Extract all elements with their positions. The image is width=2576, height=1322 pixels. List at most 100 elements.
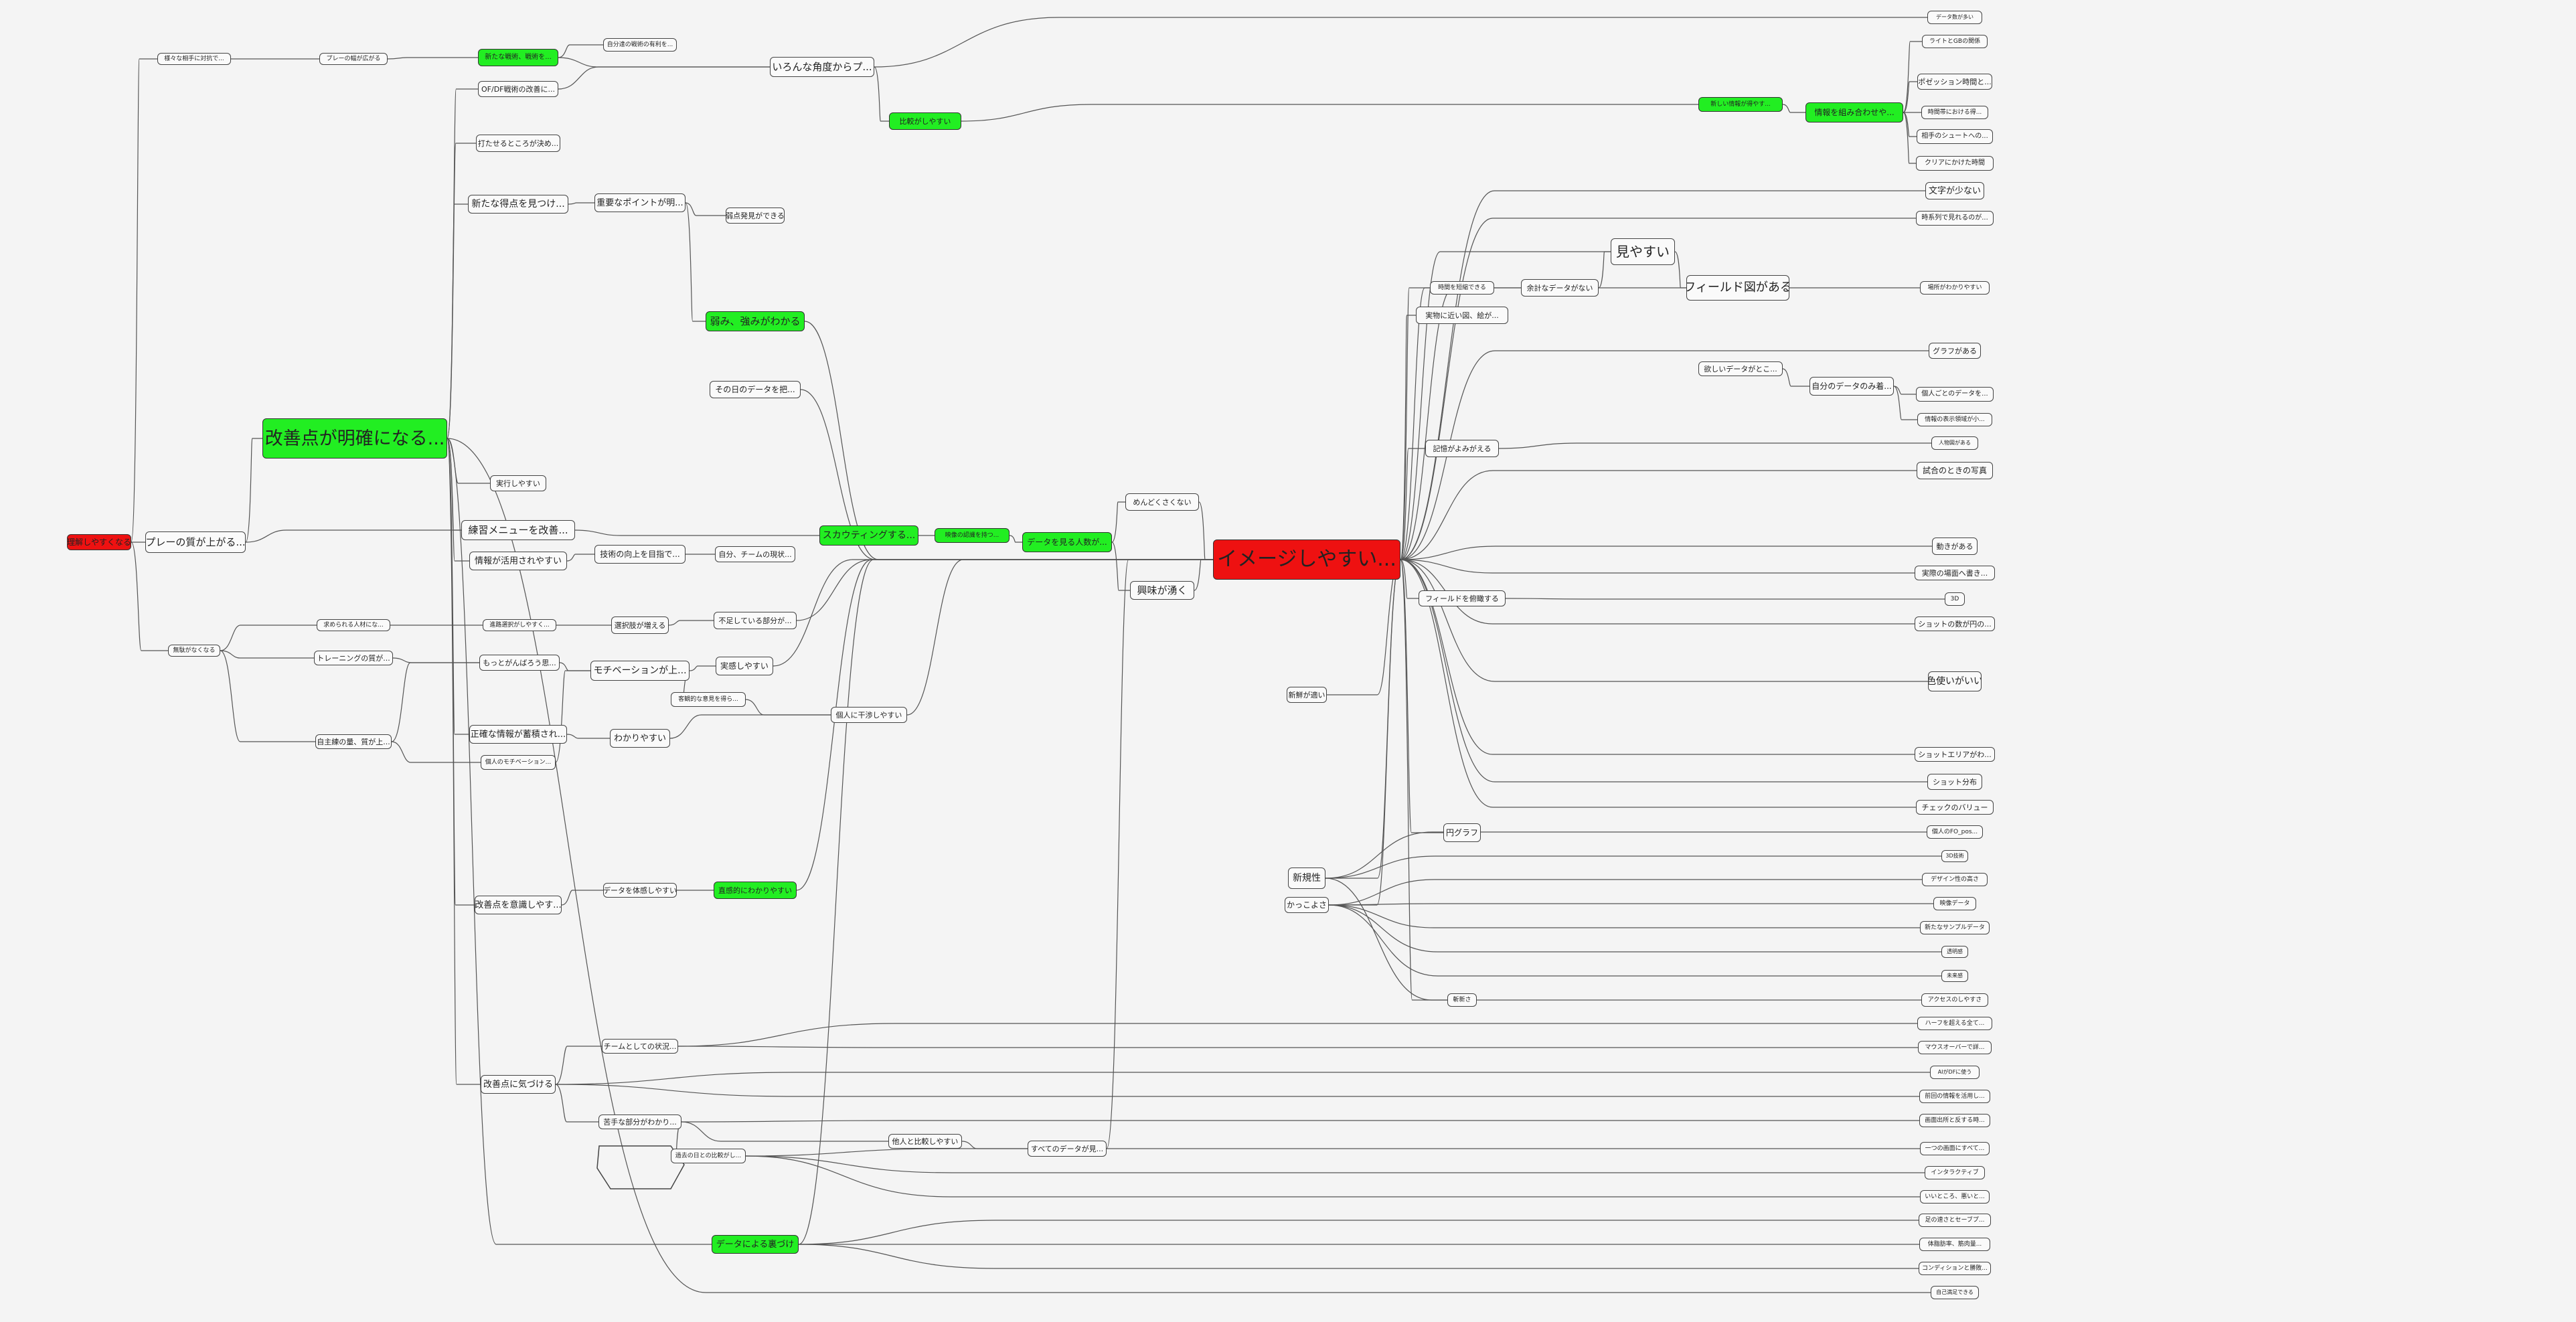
mindmap-node-n42[interactable]: 過去の日との比較がし...: [671, 1149, 746, 1163]
mindmap-node-n10[interactable]: OF/DF戦術の改善に...: [478, 81, 558, 97]
mindmap-node-r37[interactable]: インタラクティブ: [1925, 1166, 1985, 1179]
mindmap-node-n5[interactable]: 改善点が明確になる...: [262, 418, 447, 459]
mindmap-node-r11[interactable]: 個人ごとのデータを...: [1916, 387, 1994, 402]
mindmap-node-n24[interactable]: 弱み、強みがわかる: [706, 311, 805, 331]
mindmap-node-n34[interactable]: いろんな角度からプ...: [770, 57, 874, 77]
mindmap-node-r13[interactable]: 人物図がある: [1931, 436, 1978, 450]
mindmap-node-r33[interactable]: AIがDFに使う: [1930, 1066, 1980, 1079]
mindmap-node-c7[interactable]: 実物に近い図、絵が...: [1416, 307, 1508, 324]
mindmap-node-r39[interactable]: 足の速さとセーブプ...: [1919, 1214, 1991, 1227]
mindmap-node-c8[interactable]: 欲しいデータがとこ...: [1698, 361, 1783, 376]
mindmap-node-r42[interactable]: 自己満足できる: [1931, 1286, 1979, 1299]
mindmap-node-r22[interactable]: チェックのバリュー: [1916, 800, 1994, 815]
mindmap-node-r5[interactable]: 相手のシュートへの...: [1917, 129, 1993, 144]
mindmap-node-r35[interactable]: 画面出所と反する時...: [1919, 1114, 1990, 1127]
mindmap-node-n18[interactable]: 個人のモチベーション...: [481, 755, 556, 770]
mindmap-node-n11[interactable]: 打たせるところが決め...: [476, 135, 560, 152]
mindmap-node-r21[interactable]: ショット分布: [1927, 774, 1982, 790]
mindmap-node-r18[interactable]: ショットの数が円の...: [1915, 616, 1995, 631]
mindmap-node-n25[interactable]: その日のデータを把...: [710, 381, 801, 398]
mindmap-node-r12[interactable]: 情報の表示領域が小...: [1917, 413, 1992, 426]
mindmap-node-c10[interactable]: 記憶がよみがえる: [1425, 440, 1499, 457]
mindmap-node-root[interactable]: 理解しやすくなる: [67, 534, 131, 550]
mindmap-node-n44[interactable]: 個人に干渉しやすい: [831, 707, 907, 723]
mindmap-node-n6[interactable]: 求められる人材にな...: [317, 619, 390, 631]
mindmap-node-r28[interactable]: 透明感: [1941, 946, 1968, 958]
mindmap-node-n48[interactable]: すべてのデータが見...: [1028, 1141, 1107, 1157]
mindmap-node-r1[interactable]: データ数が多い: [1927, 11, 1982, 24]
mindmap-node-c16[interactable]: 新鮮が適い: [1287, 687, 1327, 703]
mindmap-node-c9[interactable]: 自分のデータのみ着...: [1809, 377, 1894, 396]
mindmap-node-r8[interactable]: 時系列で見れるのが...: [1916, 211, 1994, 226]
mindmap-node-r9[interactable]: 場所がわかりやすい: [1920, 281, 1990, 295]
mindmap-node-n16[interactable]: もっとがんばろう思...: [479, 655, 560, 671]
mindmap-node-n29[interactable]: モチベーションが上...: [590, 661, 690, 681]
mindmap-node-r30[interactable]: アクセスのしやすさ: [1921, 993, 1988, 1007]
mindmap-node-n20[interactable]: 改善点に気づける: [481, 1075, 556, 1094]
mindmap-node-r2[interactable]: ライトとGBの関係: [1922, 35, 1988, 48]
mindmap-node-c1[interactable]: 新しい情報が得やす...: [1698, 97, 1783, 112]
mindmap-node-r10[interactable]: グラフがある: [1929, 343, 1981, 359]
mindmap-node-r15[interactable]: 動きがある: [1932, 538, 1978, 555]
mindmap-node-c13[interactable]: かっこよさ: [1285, 897, 1329, 913]
mindmap-node-n14[interactable]: 練習メニューを改善...: [461, 520, 575, 540]
mindmap-node-n32[interactable]: チームとしての状況...: [602, 1039, 678, 1054]
mindmap-node-n28[interactable]: 選択肢が増える: [611, 616, 669, 634]
mindmap-node-n41[interactable]: 直感的にわかりやすい: [714, 882, 797, 899]
mindmap-node-n15[interactable]: 情報が活用されやすい: [469, 552, 567, 570]
mindmap-node-r34[interactable]: 前回の情報を活用し...: [1919, 1090, 1990, 1103]
mindmap-node-n49[interactable]: めんどくさくない: [1125, 493, 1199, 511]
mindmap-node-n46[interactable]: 映像の認識を持つ...: [935, 528, 1010, 543]
mindmap-node-c14[interactable]: 斬新さ: [1447, 993, 1477, 1007]
mindmap-node-r27[interactable]: 新たなサンプルデータ: [1920, 921, 1990, 934]
mindmap-node-r36[interactable]: 一つの画面にすべて...: [1920, 1142, 1990, 1155]
mindmap-node-n1[interactable]: プレーの質が上がる...: [145, 531, 246, 553]
mindmap-node-n47[interactable]: データを見る人数が...: [1022, 532, 1112, 552]
mindmap-node-n13[interactable]: 実行しやすい: [490, 475, 546, 491]
mindmap-node-n43[interactable]: 他人と比較しやすい: [888, 1134, 962, 1149]
mindmap-node-n8[interactable]: 自主練の量、質が上...: [315, 734, 392, 749]
mindmap-node-n27[interactable]: 進路選択がしやすく...: [483, 619, 556, 631]
mindmap-node-c4[interactable]: フィールド図がある: [1686, 275, 1789, 301]
mindmap-node-c12[interactable]: 新規性: [1288, 867, 1325, 889]
mindmap-node-n38[interactable]: 不足している部分が...: [714, 612, 797, 629]
mindmap-node-r4[interactable]: 時間帯における得...: [1921, 106, 1988, 119]
mindmap-node-n17[interactable]: 正確な情報が蓄積され...: [469, 725, 567, 744]
mindmap-node-r17[interactable]: 3D: [1945, 592, 1965, 606]
mindmap-node-n31[interactable]: データを体感しやすい: [603, 883, 677, 898]
mindmap-node-c6[interactable]: 余計なデータがない: [1521, 279, 1599, 297]
mindmap-node-r20[interactable]: ショットエリアがわ...: [1915, 747, 1995, 762]
mindmap-node-n50[interactable]: 興味が湧く: [1130, 581, 1194, 600]
mindmap-node-r16[interactable]: 実際の場面へ書き...: [1915, 566, 1995, 580]
mindmap-node-n2[interactable]: 無駄がなくなる: [168, 645, 220, 657]
mindmap-node-n21[interactable]: データによる裏づけ: [712, 1235, 799, 1254]
mindmap-node-n3[interactable]: 様々な相手に対抗で...: [157, 53, 231, 65]
mindmap-node-r26[interactable]: 映像データ: [1933, 897, 1976, 910]
mindmap-node-n4[interactable]: プレーの幅が広がる: [319, 53, 388, 65]
mindmap-node-r38[interactable]: いいところ、悪いと...: [1920, 1190, 1990, 1204]
mindmap-node-r7[interactable]: 文字が少ない: [1925, 182, 1984, 199]
mindmap-node-n30[interactable]: わかりやすい: [610, 729, 670, 748]
mindmap-node-r40[interactable]: 体脂肪率、筋肉量...: [1919, 1238, 1990, 1251]
mindmap-node-r32[interactable]: マウスオーバーで詳...: [1918, 1041, 1992, 1054]
mindmap-node-r24[interactable]: 3D技術: [1941, 850, 1968, 862]
mindmap-node-n19[interactable]: 改善点を意識しやす...: [475, 896, 562, 914]
mindmap-node-r41[interactable]: コンディションと勝敗...: [1919, 1262, 1991, 1275]
mindmap-node-c11[interactable]: フィールドを俯瞰する: [1419, 590, 1506, 606]
mindmap-node-n12[interactable]: 新たな得点を見つけ...: [468, 195, 568, 214]
mindmap-node-c15[interactable]: 円グラフ: [1443, 823, 1481, 842]
mindmap-node-c[interactable]: イメージしやすい...: [1213, 540, 1400, 580]
mindmap-node-n9[interactable]: 新たな戦術、戦術を...: [478, 49, 558, 66]
mindmap-node-n39[interactable]: 実感しやすい: [716, 657, 773, 675]
mindmap-node-n37[interactable]: 自分、チームの現状...: [715, 546, 795, 562]
mindmap-node-r3[interactable]: ポゼッション時間と...: [1917, 74, 1992, 90]
mindmap-node-c5[interactable]: 時間を短縮できる: [1430, 281, 1494, 295]
mindmap-node-r14[interactable]: 試合のときの写真: [1917, 462, 1993, 479]
mindmap-node-r25[interactable]: デザイン性の高さ: [1922, 873, 1988, 886]
mindmap-node-r23[interactable]: 個人のFO_pos...: [1927, 825, 1983, 839]
mindmap-node-n45[interactable]: スカウティングする...: [819, 525, 918, 546]
mindmap-node-r19[interactable]: 色使いがいい: [1928, 671, 1982, 691]
mindmap-node-n7[interactable]: トレーニングの質が...: [314, 651, 393, 665]
mindmap-node-r29[interactable]: 未来感: [1941, 970, 1968, 982]
mindmap-node-n35[interactable]: 比較がしやすい: [889, 112, 961, 130]
